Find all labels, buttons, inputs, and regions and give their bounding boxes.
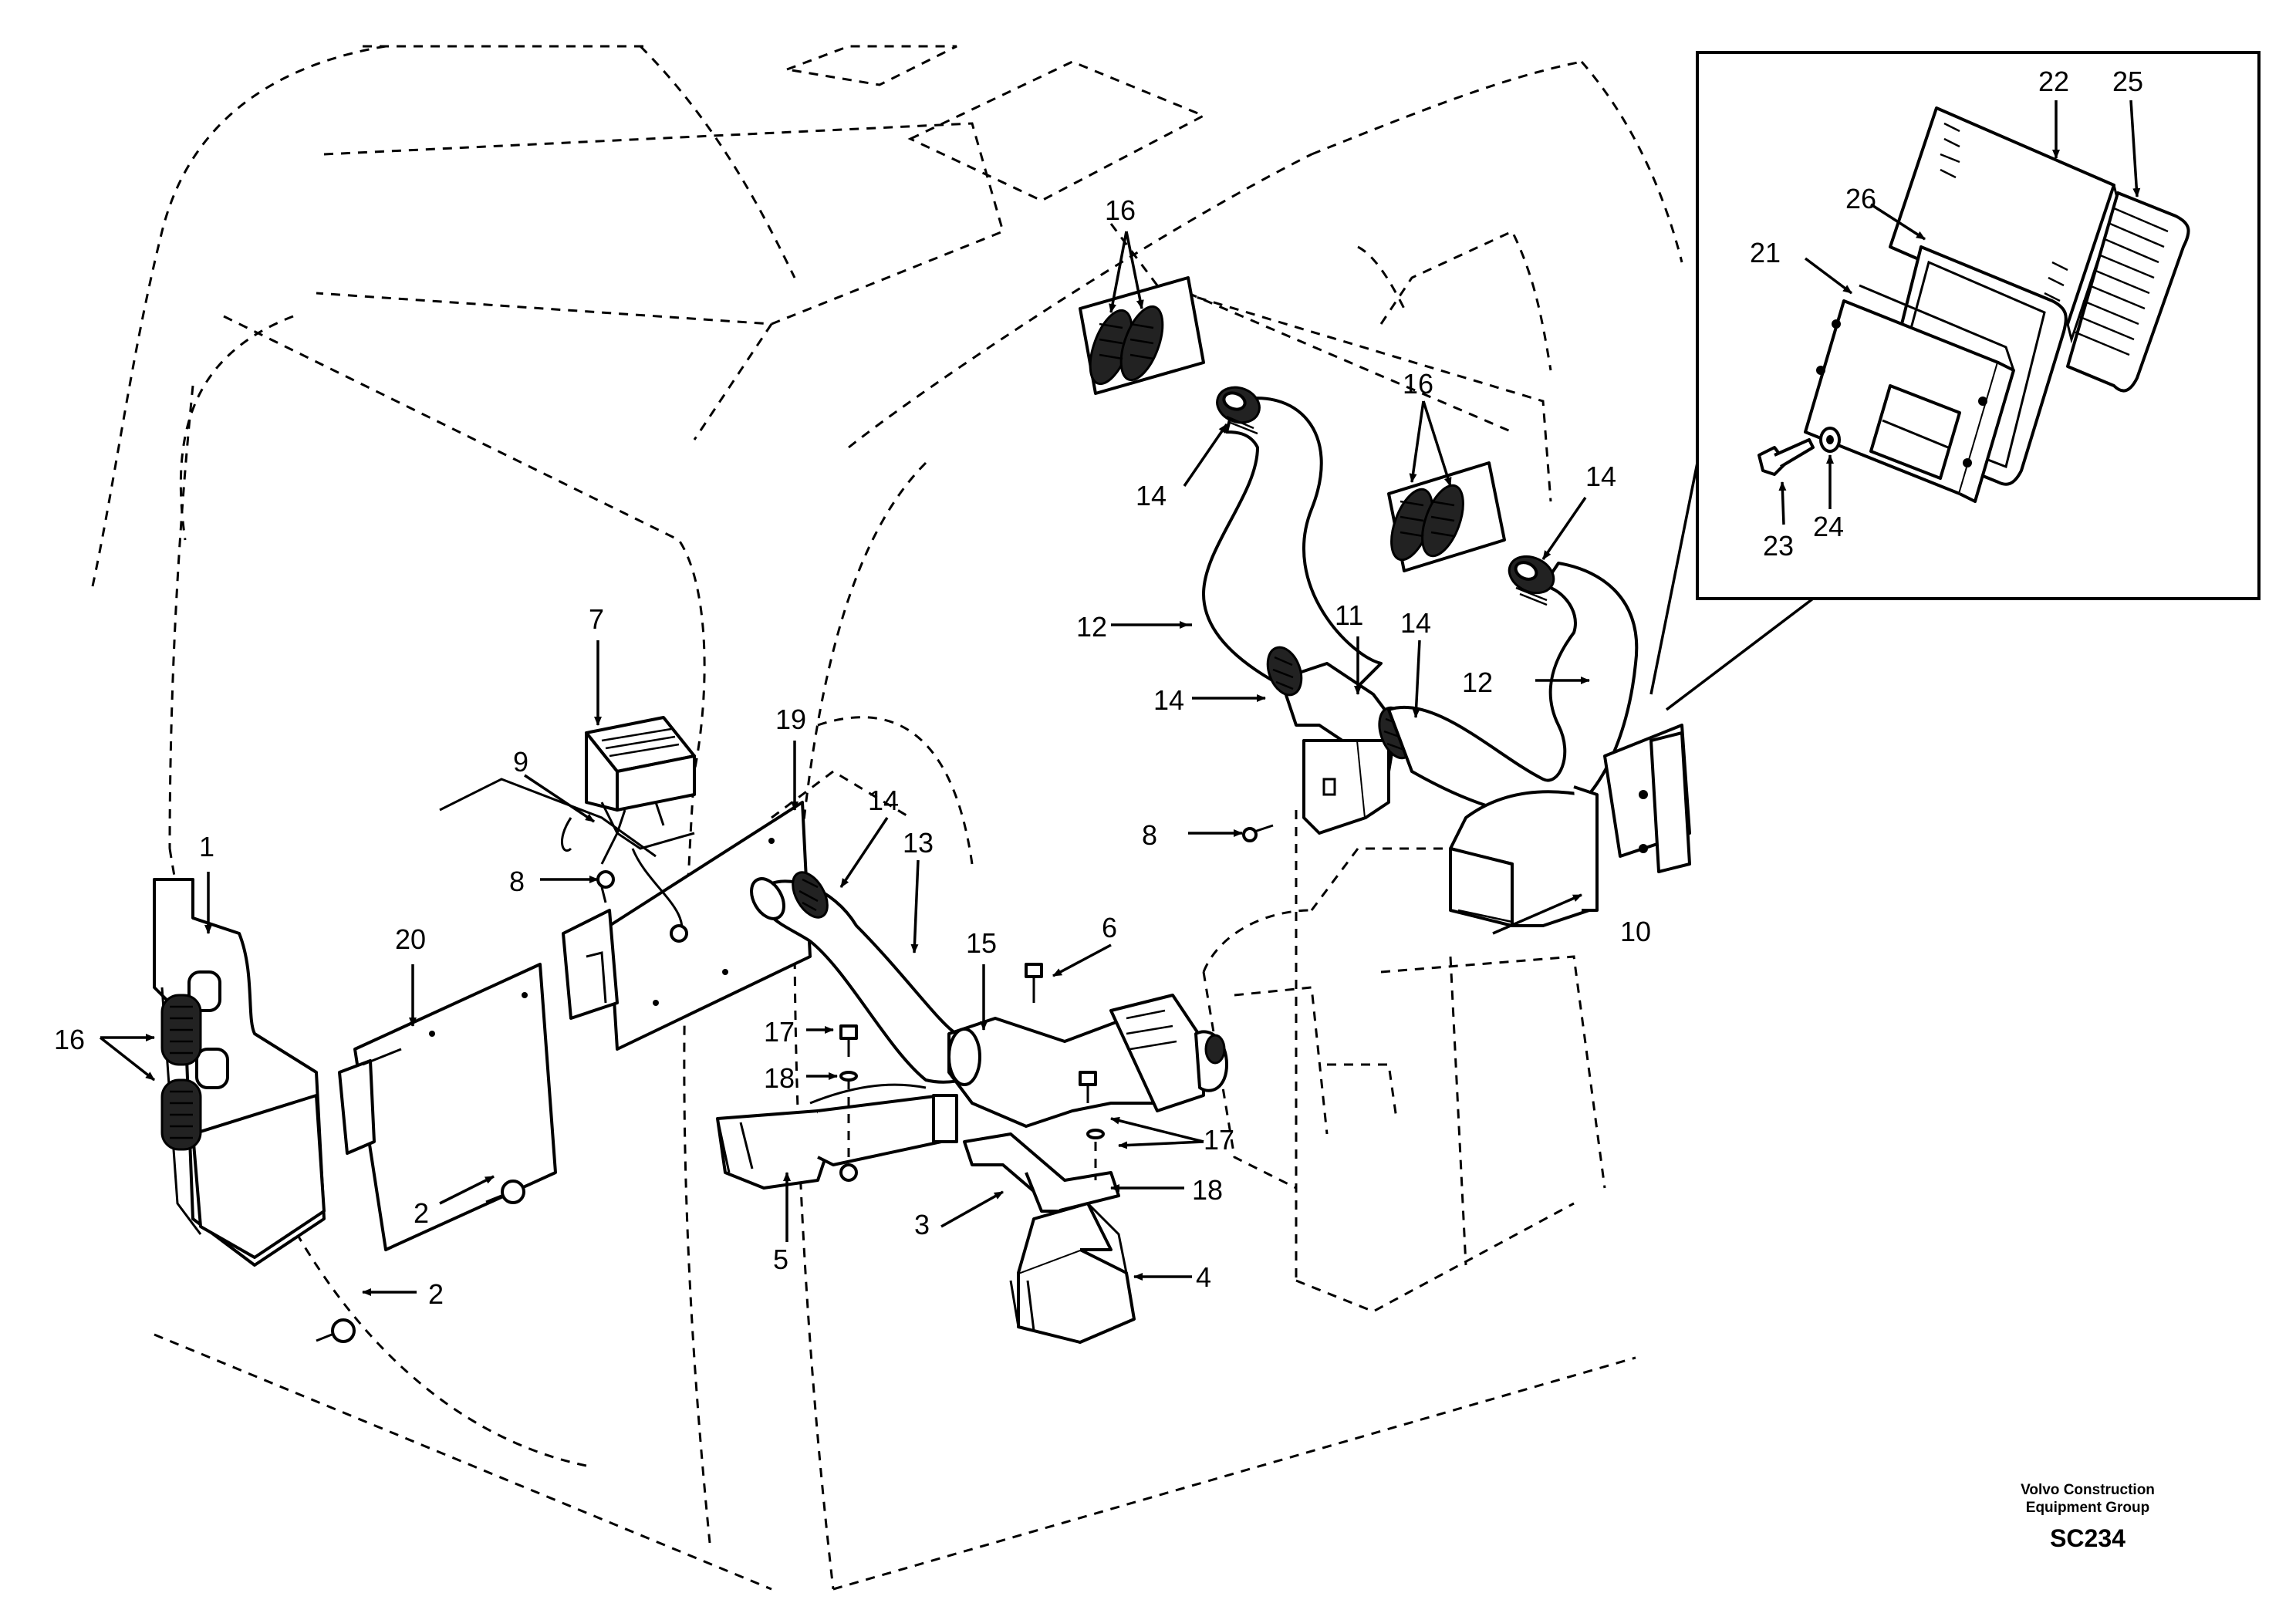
callout-22: 22 (2038, 66, 2069, 97)
company-line-1: Volvo Construction (2021, 1482, 2155, 1498)
callout-26: 26 (1845, 183, 1876, 214)
callout-23: 23 (1763, 530, 1794, 562)
callout-14-center: 14 (868, 785, 899, 816)
callout-4: 4 (1196, 1261, 1211, 1293)
callout-8-left: 8 (509, 866, 525, 897)
callout-11: 11 (1335, 599, 1363, 631)
callout-2-lower: 2 (428, 1278, 444, 1310)
part-5-floor-duct (716, 1083, 958, 1190)
footer-credit: Volvo Construction Equipment Group SC234 (2021, 1482, 2155, 1552)
callout-2-panel: 2 (414, 1197, 429, 1229)
callout-19: 19 (775, 704, 806, 735)
callout-12-left: 12 (1076, 611, 1107, 643)
callout-14-upper-right: 14 (1585, 461, 1616, 492)
diagram-code: SC234 (2050, 1524, 2125, 1552)
callout-17-left: 17 (764, 1016, 795, 1048)
leader-lines (99, 100, 2141, 1296)
callout-14-lower-left: 14 (1153, 684, 1184, 716)
fasteners (316, 824, 1274, 1343)
callout-labels: 1 16 20 2 2 7 9 8 19 14 13 15 6 17 18 17… (54, 66, 2143, 1310)
callout-24: 24 (1813, 511, 1844, 542)
callout-6: 6 (1102, 912, 1117, 943)
part-21-control-module (1804, 284, 2015, 503)
vent-grille-16-upper-right (1387, 461, 1506, 572)
callout-16-upper-left: 16 (1105, 194, 1136, 226)
vent-grille-16-left (160, 994, 202, 1151)
part-24-washer (1819, 427, 1841, 453)
callout-14-lower-right: 14 (1400, 607, 1431, 639)
callout-10: 10 (1620, 916, 1651, 947)
hose-clamp-14-center (792, 871, 829, 919)
part-15-duct-junction (947, 994, 1228, 1128)
callout-16-left: 16 (54, 1024, 85, 1055)
company-line-2: Equipment Group (2026, 1500, 2149, 1516)
part-3-bracket (963, 1132, 1120, 1213)
hose-clamp-14-upper-right (1508, 555, 1555, 606)
callout-25: 25 (2112, 66, 2143, 97)
part-4-outlet-duct (1009, 1202, 1136, 1344)
callout-9: 9 (513, 746, 528, 778)
part-9-wiring-harness (439, 778, 695, 865)
callout-5: 5 (773, 1244, 788, 1275)
vent-grille-16-upper-left (1079, 276, 1205, 395)
callout-13: 13 (903, 827, 934, 859)
part-11-t-junction (1279, 662, 1398, 835)
callout-3: 3 (914, 1209, 930, 1240)
part-19-control-plate (562, 801, 812, 1051)
callout-18-left: 18 (764, 1062, 795, 1094)
callout-12-right: 12 (1462, 667, 1493, 698)
callout-8-right: 8 (1142, 819, 1157, 851)
callout-20: 20 (395, 923, 426, 955)
callout-15: 15 (966, 927, 997, 959)
control-module-assembled (1603, 724, 1691, 873)
callout-18-right: 18 (1192, 1174, 1223, 1206)
callout-17-right: 17 (1204, 1124, 1234, 1156)
part-7-switch-box (585, 716, 696, 834)
hose-clamp-14-upper-left (1216, 386, 1261, 435)
part-1-side-vent-housing (153, 878, 326, 1267)
callout-16-upper-right: 16 (1403, 368, 1433, 400)
part-25-grille-cover (2066, 191, 2190, 393)
hose-clamp-14-lower-left (1266, 646, 1303, 697)
part-20-cover-panel (338, 963, 557, 1251)
callout-21: 21 (1750, 237, 1781, 268)
part-10-elbow-duct (1449, 785, 1599, 927)
part-12-hose-right (1387, 562, 1639, 819)
callout-14-upper-left: 14 (1136, 480, 1167, 511)
cab-outline (91, 45, 1683, 1591)
part-23-bolt (1757, 438, 1815, 476)
callout-1: 1 (199, 831, 214, 862)
callout-7: 7 (589, 603, 604, 635)
